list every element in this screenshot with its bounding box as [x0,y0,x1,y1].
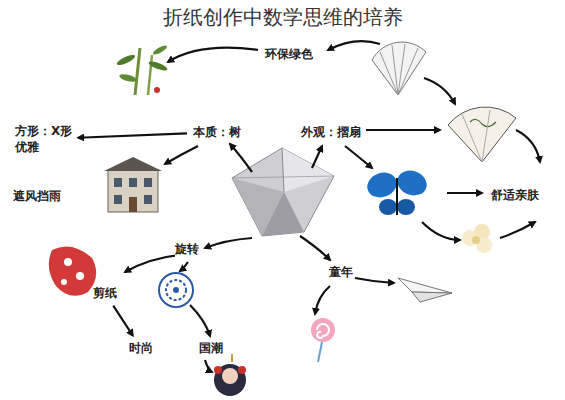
node-text: 优雅 [15,139,72,155]
text-node: 本质：树 [190,122,244,142]
butterfly-picture [364,167,430,215]
text-node: 环保绿色 [262,44,316,64]
text-node: 旋转 [172,239,202,259]
fan-picture [448,107,516,162]
diagram-title: 折纸创作中数学思维的培养 [0,4,565,31]
node-text: 环保绿色 [265,46,313,62]
node-text: 外观：摺扇 [301,124,361,140]
node-text: 童年 [329,264,353,280]
text-node: 外观：摺扇 [298,122,364,142]
layout-arrows [125,41,540,372]
text-node: 方形：X形优雅 [12,121,75,157]
opera-picture [214,354,246,396]
plate-picture [159,273,193,307]
node-text: 时尚 [129,340,153,356]
node-text: 本质：树 [193,124,241,140]
paper-cut-picture [49,246,96,295]
text-node: 童年 [326,262,356,282]
node-text: 舒适亲肤 [491,187,539,203]
node-text: 遮风挡雨 [13,188,61,204]
node-text: 剪纸 [93,285,117,301]
text-node: 遮风挡雨 [10,186,64,206]
arrow-connector [78,133,187,137]
shell-picture [372,42,426,95]
text-node: 时尚 [126,338,156,358]
arrow-connector [113,306,133,336]
origami-center [232,148,334,236]
lollipop-picture [311,318,335,362]
node-text: 旋转 [175,241,199,257]
paper-plane-picture [398,278,452,302]
node-text: 国潮 [199,340,223,356]
text-node: 国潮 [196,338,226,358]
bamboo-picture [116,44,169,95]
node-text: 方形：X形 [15,123,72,139]
text-node: 剪纸 [90,283,120,303]
flower-picture [462,224,492,253]
text-node: 舒适亲肤 [488,185,542,205]
house-picture [104,157,162,212]
